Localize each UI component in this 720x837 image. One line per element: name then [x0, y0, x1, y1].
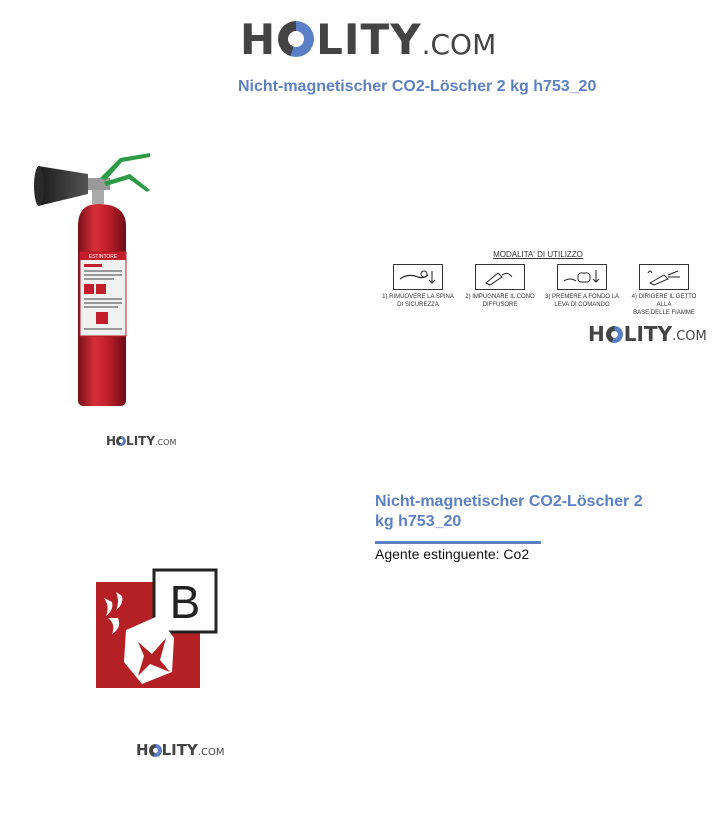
product-title: Nicht-magnetischer CO2-Löscher 2 kg h753…: [375, 493, 643, 530]
holity-logo-small: H LITY .COM: [106, 434, 177, 448]
extinguishing-agent-spec: Agente estinguente: Co2: [375, 546, 530, 562]
logo-ring-icon: [148, 743, 162, 757]
fire-class-letter: B: [170, 576, 201, 628]
grip-horn-icon: [475, 264, 525, 290]
fire-class-b-sign: B: [94, 568, 218, 690]
holity-logo[interactable]: H LITY .COM: [240, 14, 497, 64]
holity-logo-small: H LITY .COM: [588, 322, 707, 346]
usage-instructions: MODALITA' DI UTILIZZO 1) RIMUOVERE LA SP…: [378, 250, 704, 317]
press-lever-icon: [557, 264, 607, 290]
remove-pin-icon: [393, 264, 443, 290]
logo-ring-icon: [605, 325, 623, 343]
co2-extinguisher-image: ESTINTORE: [30, 148, 160, 413]
logo-ring-icon: [278, 21, 315, 57]
direct-jet-icon: [639, 264, 689, 290]
holity-logo-small: H LITY .COM: [136, 741, 225, 759]
page-title: Nicht-magnetischer CO2-Löscher 2 kg h753…: [238, 78, 597, 95]
logo-ring-icon: [116, 436, 127, 446]
usage-instructions-title: MODALITA' DI UTILIZZO: [493, 250, 583, 259]
title-divider: [375, 541, 541, 544]
extinguisher-label-text: ESTINTORE: [89, 254, 118, 260]
